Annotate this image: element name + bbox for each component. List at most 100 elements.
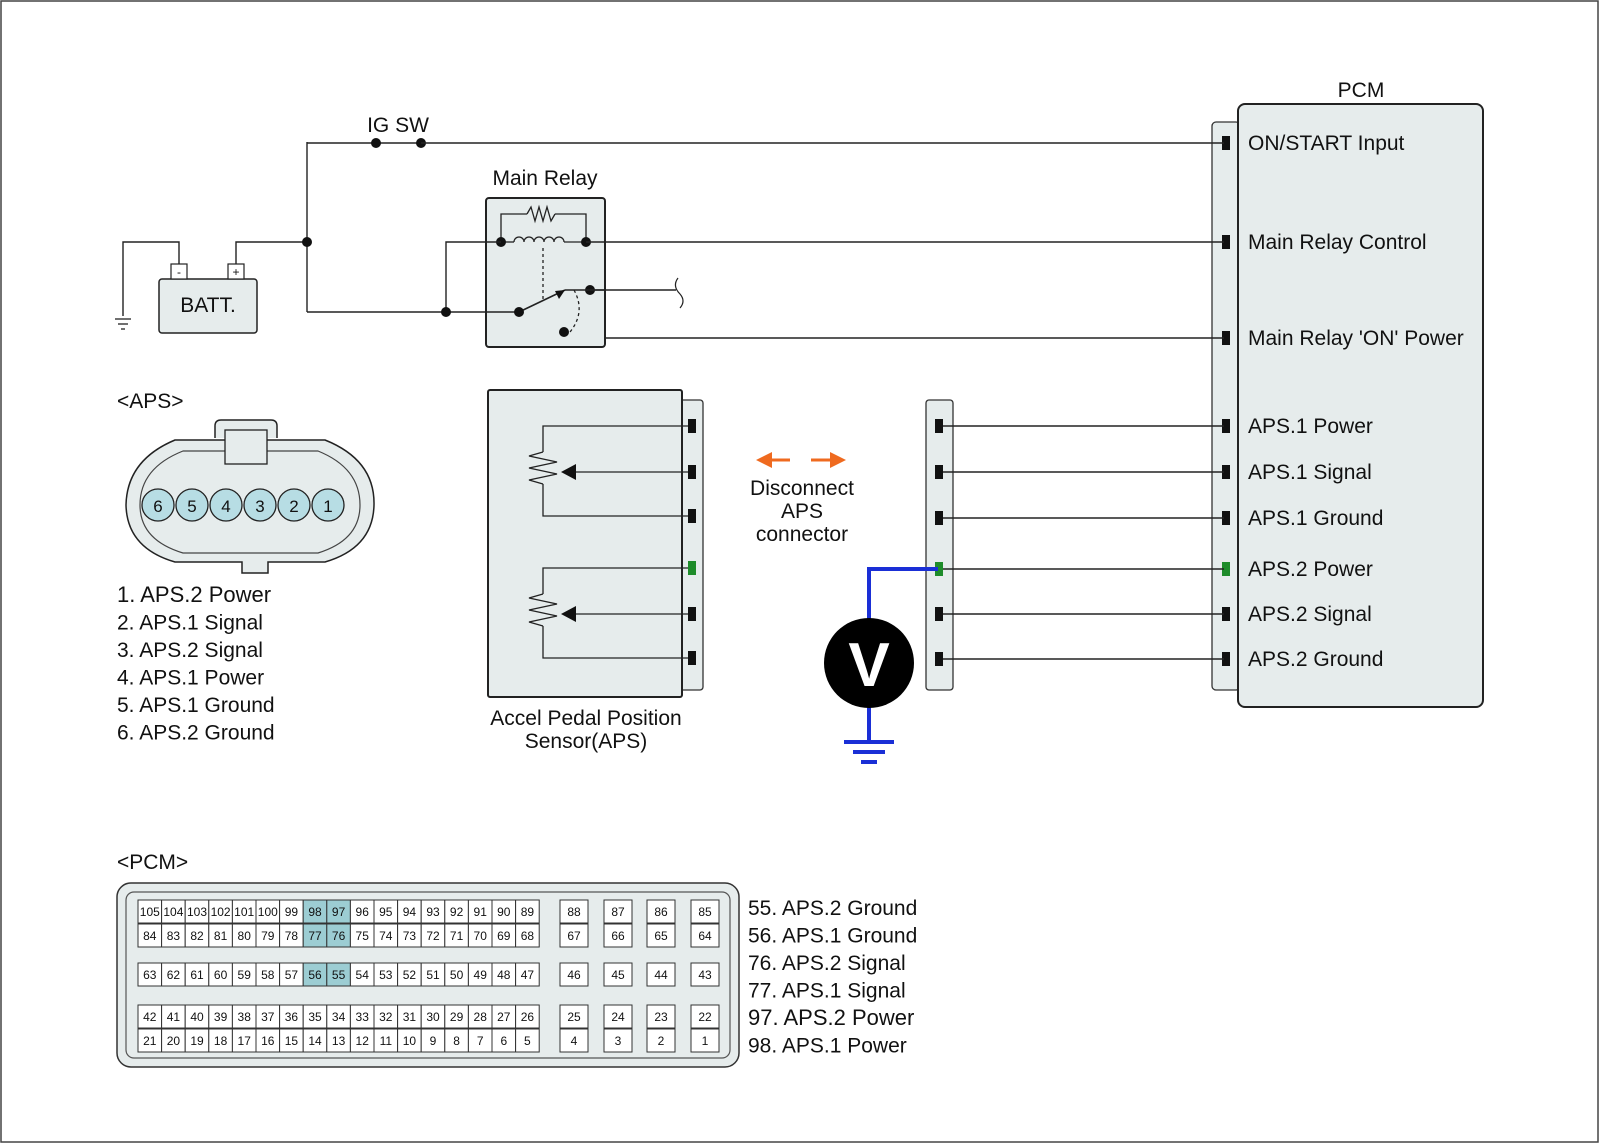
pcm-terminal (1222, 235, 1230, 249)
battery-minus-label: - (177, 265, 181, 279)
pcm-cell-number: 1 (702, 1034, 709, 1048)
pcm-cell-number: 67 (567, 929, 581, 943)
pcm-terminal (1222, 562, 1230, 576)
voltmeter-lead (867, 567, 938, 625)
pcm-cell-number: 36 (285, 1010, 299, 1024)
pcm-cell-number: 15 (285, 1034, 299, 1048)
pcm-cell-number: 68 (521, 929, 535, 943)
pcm-cell-number: 80 (238, 929, 252, 943)
pcm-cell (515, 1004, 540, 1029)
pcm-terminal (1222, 136, 1230, 150)
aps-pin (277, 488, 311, 522)
pcm-cell-number: 91 (474, 905, 488, 919)
pcm-cell (646, 1028, 676, 1053)
aps-pin-number: 1 (323, 497, 332, 516)
pcm-terminal (1222, 511, 1230, 525)
pcm-cell-number: 69 (497, 929, 511, 943)
aps-pin-number: 5 (187, 497, 196, 516)
disconnect-arrows (756, 452, 846, 468)
pcm-cell-number: 98 (308, 905, 322, 919)
harness-wire-group (935, 419, 1224, 666)
pcm-pin-label: APS.1 Power (1248, 415, 1373, 438)
pcm-cell-number: 104 (163, 905, 183, 919)
pcm-cell-number: 26 (521, 1010, 535, 1024)
pcm-cell-number: 92 (450, 905, 464, 919)
aps-pin-number: 2 (289, 497, 298, 516)
pcm-cell-number: 70 (474, 929, 488, 943)
relay-blade-arrow (555, 290, 565, 299)
pcm-cell (603, 899, 633, 924)
pcm-cell-number: 65 (654, 929, 668, 943)
wiper-arrow (561, 464, 576, 480)
pcm-cell (515, 962, 540, 987)
ground-symbol-battery (115, 318, 131, 330)
pcm-cell-number: 74 (379, 929, 393, 943)
pcm-cell-number: 105 (140, 905, 160, 919)
pcm-cell-number: 52 (403, 968, 417, 982)
aps-sensor-terminal (688, 419, 696, 433)
pcm-cell-number: 49 (474, 968, 488, 982)
pcm-cell-number: 78 (285, 929, 299, 943)
relay-terminal (559, 327, 569, 337)
pcm-cell (690, 923, 720, 948)
junction-dot (302, 237, 312, 247)
wire-break-mark (674, 277, 684, 309)
pcm-cell (603, 1028, 633, 1053)
aps-sensor-terminal (688, 607, 696, 621)
pcm-cell-number: 85 (698, 905, 712, 919)
pcm-terminal (1222, 465, 1230, 479)
pcm-cell-number: 77 (308, 929, 322, 943)
pcm-cell-number: 83 (167, 929, 181, 943)
pcm-cell-number: 88 (567, 905, 581, 919)
pcm-cell-number: 102 (211, 905, 231, 919)
pcm-cell-number: 12 (356, 1034, 370, 1048)
pcm-cell-number: 51 (426, 968, 440, 982)
pcm-cell-number: 79 (261, 929, 275, 943)
pcm-cell-number: 6 (500, 1034, 507, 1048)
pcm-cell-number: 100 (258, 905, 278, 919)
pcm-cell-number: 95 (379, 905, 393, 919)
aps-sensor-terminal (688, 651, 696, 665)
pcm-cell (559, 1028, 589, 1053)
pcm-cell-number: 61 (190, 968, 204, 982)
pcm-cell-number: 57 (285, 968, 299, 982)
pcm-pin-label: APS.2 Power (1248, 558, 1373, 581)
pcm-pin-list-item: 56. APS.1 Ground (748, 925, 917, 948)
pcm-cell (690, 1028, 720, 1053)
aps-pin-list-item: 1. APS.2 Power (117, 582, 271, 607)
pcm-cell (603, 1004, 633, 1029)
pcm-pin-label: Main Relay Control (1248, 231, 1427, 254)
pcm-cell-number: 50 (450, 968, 464, 982)
pcm-cell-number: 97 (332, 905, 346, 919)
aps-pin (141, 488, 175, 522)
main-relay-box (485, 197, 606, 348)
pcm-cell (515, 899, 540, 924)
pcm-terminal (1222, 607, 1230, 621)
pcm-cell (690, 899, 720, 924)
pcm-pin-list-item: 55. APS.2 Ground (748, 897, 917, 920)
pcm-cell (646, 899, 676, 924)
pcm-cell-number: 37 (261, 1010, 275, 1024)
pcm-cell-number: 82 (190, 929, 204, 943)
battery: - + BATT. (158, 263, 258, 334)
battery-label: BATT. (180, 294, 236, 317)
disconnect-label-line3: connector (756, 523, 848, 546)
pcm-pin-list-item: 77. APS.1 Signal (748, 980, 906, 1003)
pcm-cell-number: 3 (615, 1034, 622, 1048)
pcm-cell-number: 34 (332, 1010, 346, 1024)
pcm-cell (690, 1004, 720, 1029)
pcm-cell-number: 71 (450, 929, 464, 943)
pcm-cell-number: 5 (524, 1034, 531, 1048)
pcm-cell-number: 2 (658, 1034, 665, 1048)
pcm-pin-label: APS.2 Ground (1248, 648, 1383, 671)
aps-pin-list-item: 6. APS.2 Ground (117, 722, 275, 745)
voltmeter-body (824, 618, 914, 708)
pcm-cell-number: 96 (356, 905, 370, 919)
pcm-cell-number: 55 (332, 968, 346, 982)
pcm-cell-number: 24 (611, 1010, 625, 1024)
pcm-cell-number: 101 (234, 905, 254, 919)
pcm-cell-number: 29 (450, 1010, 464, 1024)
